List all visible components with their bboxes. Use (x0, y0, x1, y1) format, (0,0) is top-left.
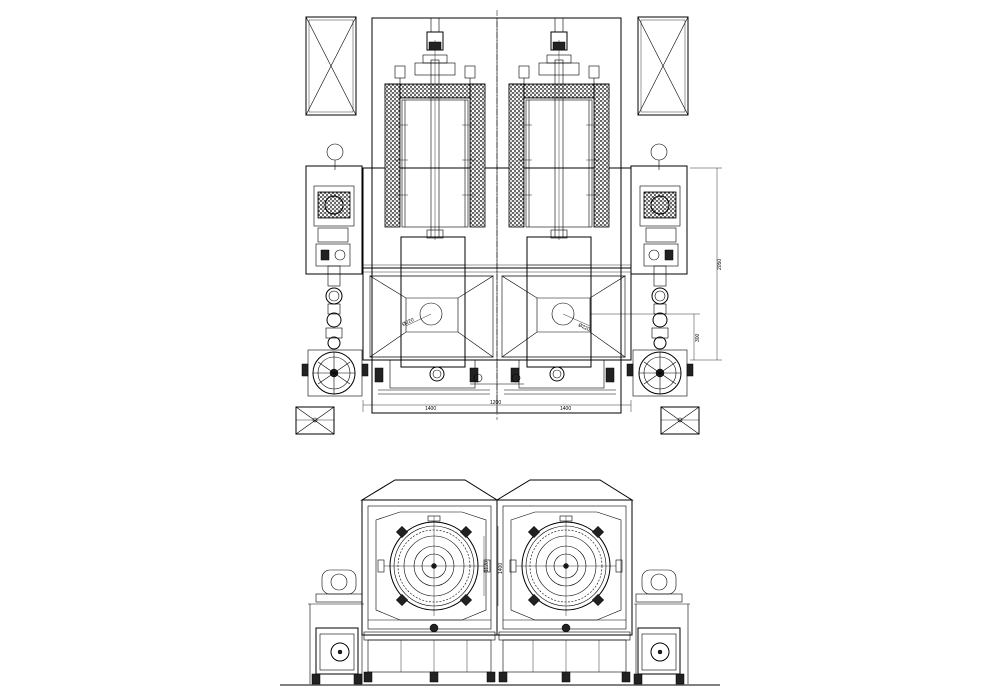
dim-height-total: 2050 (717, 259, 723, 270)
crossed-panel-top-left (305, 16, 357, 116)
pump-stack-right (626, 143, 694, 397)
dim-bore-right: Ø220 (577, 322, 591, 333)
crossed-box-bottom-left (295, 406, 335, 435)
crossed-panel-top-right (637, 16, 689, 116)
dim-front-height-a: 1120 (484, 561, 490, 572)
pump-stack-left (301, 143, 369, 397)
crossed-box-bottom-right (660, 406, 700, 435)
front-pump-left (308, 569, 364, 685)
front-view: 1120 1400 (280, 479, 720, 686)
front-pump-right (633, 569, 690, 685)
dim-width-center: 1200 (490, 400, 501, 406)
front-chamber-right (495, 479, 634, 683)
front-chamber-left (360, 479, 499, 683)
dim-bore-left: Ø220 (401, 317, 415, 328)
dimensions-plan: 2050 300 1400 1200 1400 Ø220 Ø220 (362, 167, 723, 412)
dim-height-partial: 300 (695, 333, 701, 342)
dim-front-height-b: 1400 (498, 563, 504, 574)
plan-view: 2050 300 1400 1200 1400 Ø220 Ø220 (295, 10, 723, 435)
chamber-right (500, 17, 627, 395)
main-housing-outline (371, 17, 622, 414)
dim-width-left: 1400 (425, 406, 436, 412)
chamber-left (368, 17, 495, 395)
dim-width-right: 1400 (560, 406, 571, 412)
